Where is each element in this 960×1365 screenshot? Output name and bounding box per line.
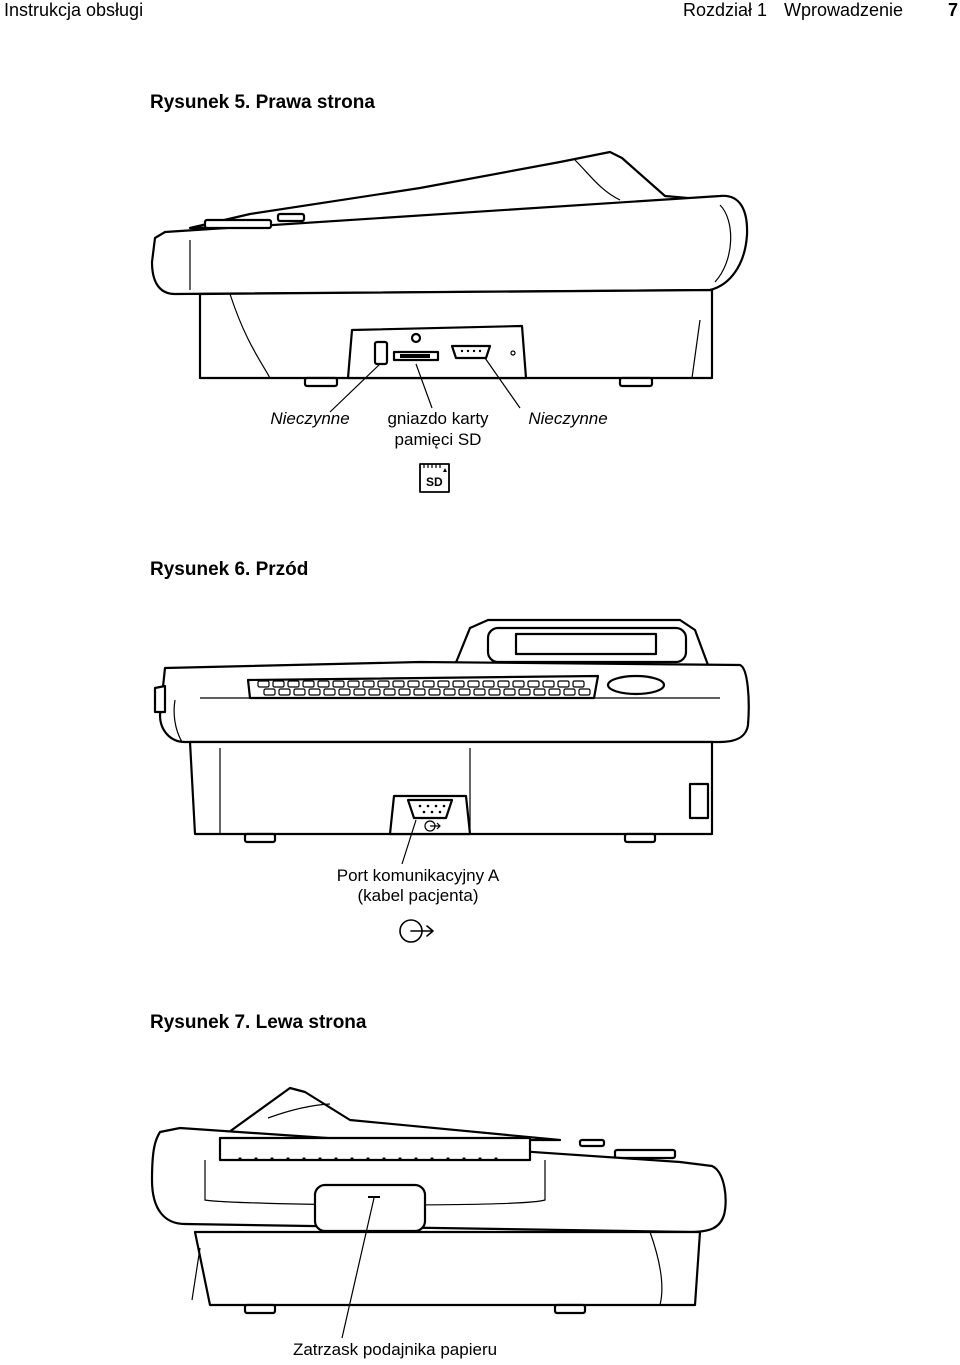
keyboard-key (392, 680, 405, 688)
sd-card-icon: SD (418, 462, 451, 494)
paper-slot-dot (238, 1157, 242, 1161)
paper-slot-dot (382, 1157, 386, 1161)
paper-slot-dot (270, 1157, 274, 1161)
keyboard-key (368, 688, 381, 696)
keyboard-key (362, 680, 375, 688)
keyboard-key (512, 680, 525, 688)
keyboard-key (443, 688, 456, 696)
keyboard-key (272, 680, 285, 688)
paper-slot-dot (286, 1157, 290, 1161)
keyboard-key (548, 688, 561, 696)
keyboard-key (518, 688, 531, 696)
callout-sd-slot-line2: pamięci SD (394, 430, 482, 449)
keyboard-key (263, 688, 276, 696)
keyboard-key (533, 688, 546, 696)
page-number: 7 (948, 0, 959, 20)
section-label: Wprowadzenie (784, 0, 904, 20)
callout-sd-slot-line1: gniazdo karty (387, 409, 489, 428)
paper-slot-dot (478, 1157, 482, 1161)
keyboard-key (398, 688, 411, 696)
patient-cable-icon (399, 919, 434, 943)
keyboard-key (353, 688, 366, 696)
keyboard-key (338, 688, 351, 696)
keyboard-key (317, 680, 330, 688)
keyboard-key (497, 680, 510, 688)
chapter-label: Rozdział 1 (683, 0, 768, 20)
paper-slot-dot (334, 1157, 338, 1161)
paper-slot-dots (238, 1157, 498, 1161)
sd-icon-label: SD (426, 475, 443, 489)
keyboard-key (503, 688, 516, 696)
keyboard-key (278, 688, 291, 696)
keyboard-key (557, 680, 570, 688)
keyboard-key (308, 688, 321, 696)
keyboard-key (302, 680, 315, 688)
keyboard-key (473, 688, 486, 696)
paper-slot-dot (350, 1157, 354, 1161)
figure-7-title: Rysunek 7. Lewa strona (150, 1012, 367, 1033)
keyboard-key (452, 680, 465, 688)
keyboard-key (347, 680, 360, 688)
keyboard-key (488, 688, 501, 696)
keyboard-key (542, 680, 555, 688)
keyboard-key (332, 680, 345, 688)
keyboard-key (377, 680, 390, 688)
keyboard-key (293, 688, 306, 696)
paper-slot-dot (430, 1157, 434, 1161)
paper-slot-dot (462, 1157, 466, 1161)
paper-slot-dot (446, 1157, 450, 1161)
paper-slot-dot (494, 1157, 498, 1161)
paper-slot-dot (366, 1157, 370, 1161)
keyboard-key (407, 680, 420, 688)
keyboard-key (428, 688, 441, 696)
front-device-illustration (153, 618, 750, 865)
paper-slot-dot (318, 1157, 322, 1161)
callout-port-a-line1: Port komunikacyjny A (336, 866, 500, 885)
callout-left-inactive: Nieczynne (270, 409, 350, 428)
document-title: Instrukcja obsługi (4, 0, 144, 20)
keyboard-key (257, 680, 270, 688)
keyboard-key (482, 680, 495, 688)
keyboard-key (527, 680, 540, 688)
keyboard-key (287, 680, 300, 688)
figure-5-title: Rysunek 5. Prawa strona (150, 92, 375, 113)
keyboard-key (422, 680, 435, 688)
right-side-device-illustration (150, 150, 749, 413)
keyboard-keys (257, 680, 591, 696)
keyboard-key (437, 680, 450, 688)
left-side-device-illustration (150, 1086, 727, 1339)
paper-slot-dot (302, 1157, 306, 1161)
keyboard-key (578, 688, 591, 696)
keyboard-key (383, 688, 396, 696)
paper-slot-dot (398, 1157, 402, 1161)
figure-6-title: Rysunek 6. Przód (150, 559, 309, 580)
keyboard-key (467, 680, 480, 688)
paper-slot-dot (254, 1157, 258, 1161)
paper-slot-dot (414, 1157, 418, 1161)
callout-paper-latch: Zatrzask podajnika papieru (292, 1340, 498, 1359)
keyboard-key (458, 688, 471, 696)
keyboard-key (323, 688, 336, 696)
keyboard-key (572, 680, 585, 688)
callout-port-a-line2: (kabel pacjenta) (357, 886, 479, 905)
keyboard-key (413, 688, 426, 696)
callout-right-inactive: Nieczynne (528, 409, 608, 428)
keyboard-key (563, 688, 576, 696)
